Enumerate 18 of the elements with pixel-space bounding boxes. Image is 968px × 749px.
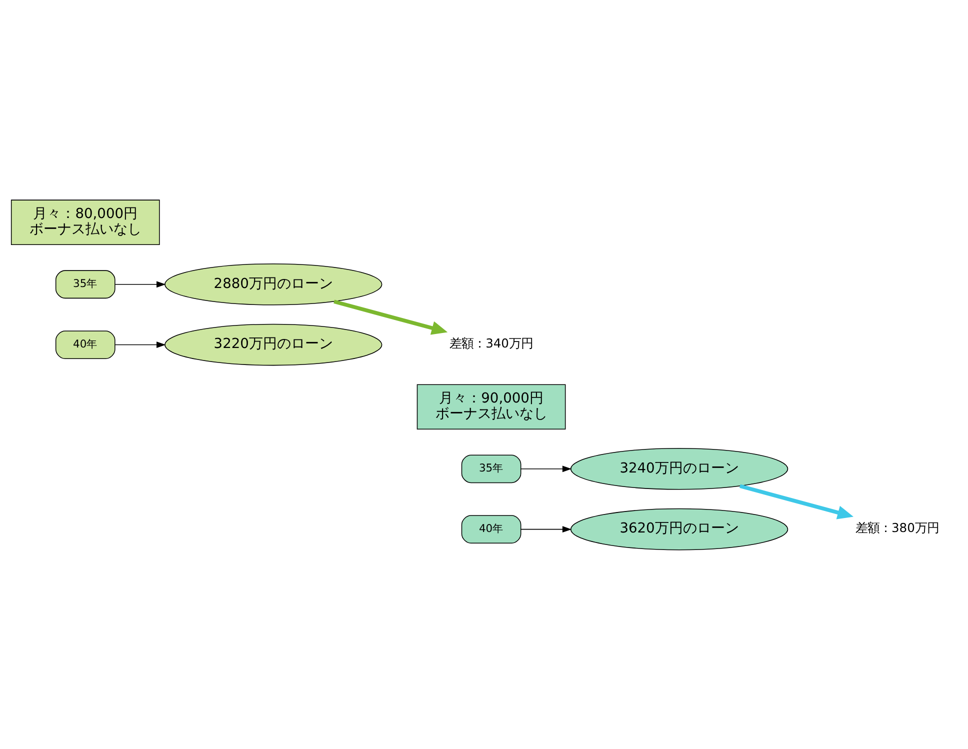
node-box: 月々：80,000円 ボーナス払いなし bbox=[10, 199, 160, 244]
node-ellipse: 3220万円のローン bbox=[164, 323, 382, 366]
node-ellipse: 2880万円のローン bbox=[164, 262, 382, 305]
arrow bbox=[520, 526, 572, 532]
node-box: 35年 bbox=[461, 454, 522, 483]
node-box: 月々：90,000円 ボーナス払いなし bbox=[416, 384, 566, 429]
arrow bbox=[114, 280, 166, 288]
node-box: 40年 bbox=[55, 330, 116, 358]
node-text: 差額：380万円 bbox=[855, 520, 939, 535]
arrow bbox=[739, 484, 854, 519]
node-box: 35年 bbox=[55, 270, 116, 298]
node-text: 差額：340万円 bbox=[450, 336, 533, 350]
node-ellipse: 3240万円のローン bbox=[570, 448, 788, 490]
arrow bbox=[334, 299, 448, 334]
arrow bbox=[114, 341, 166, 348]
node-box: 40年 bbox=[461, 514, 522, 543]
node-ellipse: 3620万円のローン bbox=[570, 508, 788, 550]
arrow bbox=[520, 465, 572, 472]
